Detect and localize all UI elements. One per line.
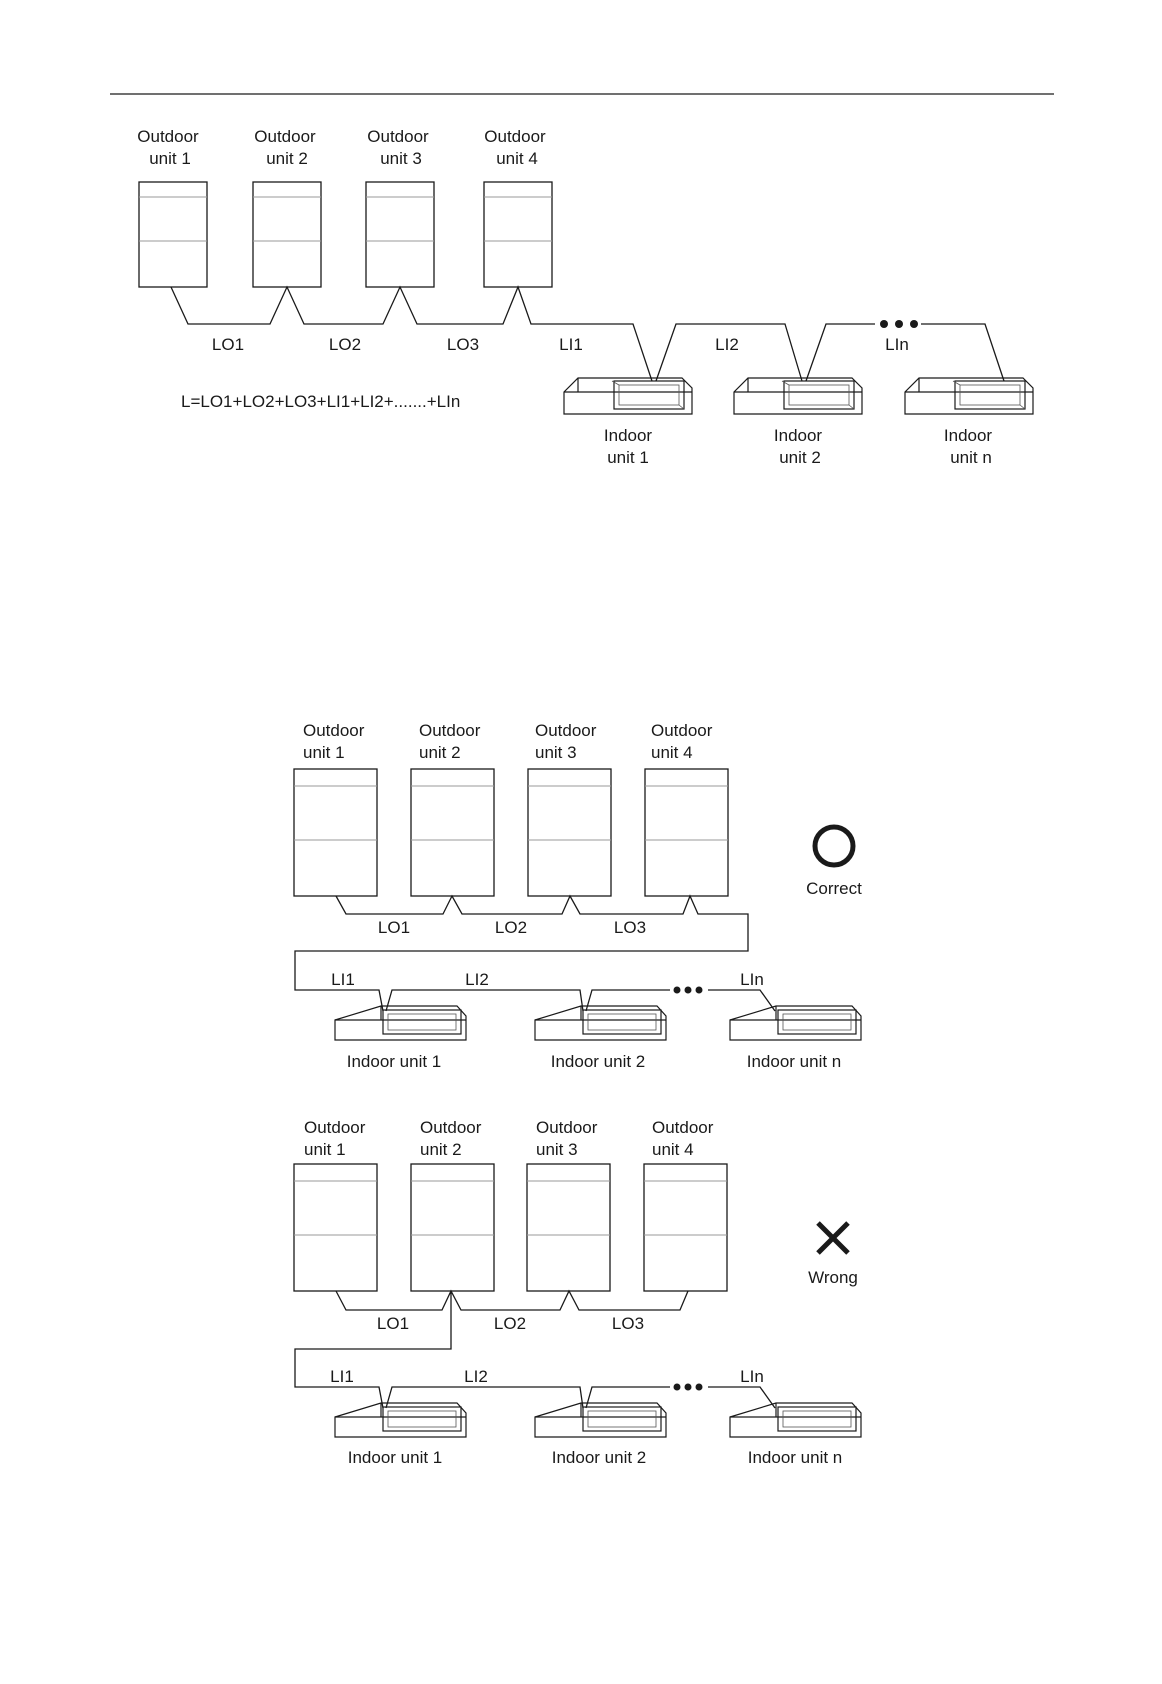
d1-seg-lo2: LO2	[329, 335, 361, 354]
d3-outdoor-label-1b: unit 1	[304, 1140, 346, 1159]
d2-indoor-label-2: Indoor unit 2	[551, 1052, 646, 1071]
d1-indoor-unit-2	[733, 377, 863, 415]
d3-indoor-unit-1	[334, 1402, 467, 1438]
d1-ellipsis-dot	[880, 320, 888, 328]
d2-ellipsis-dot	[695, 986, 703, 994]
d3-indoor-unit-2	[534, 1402, 667, 1438]
d1-indoor-unit-n	[904, 377, 1034, 415]
d1-ellipsis-dot	[895, 320, 903, 328]
d2-indoor-label-1: Indoor unit 1	[347, 1052, 442, 1071]
d1-outdoor-label-2a: Outdoor	[254, 127, 316, 146]
d2-wiring	[294, 894, 776, 1012]
d1-seg-lin: LIn	[885, 335, 909, 354]
d1-outdoor-unit-2	[252, 181, 322, 288]
d3-outdoor-label-4a: Outdoor	[652, 1118, 714, 1137]
d2-indoor-unit-2	[534, 1005, 667, 1041]
d1-outdoor-label-3a: Outdoor	[367, 127, 429, 146]
d1-outdoor-label-4a: Outdoor	[484, 127, 546, 146]
d1-indoor-label-na: Indoor	[944, 426, 993, 445]
d3-seg-lo3: LO3	[612, 1314, 644, 1333]
d3-seg-lo1: LO1	[377, 1314, 409, 1333]
d3-ellipsis-dot	[673, 1383, 681, 1391]
d2-ellipsis-dot	[684, 986, 692, 994]
d1-outdoor-label-3b: unit 3	[380, 149, 422, 168]
d1-ellipsis-dot	[910, 320, 918, 328]
d2-outdoor-label-4b: unit 4	[651, 743, 693, 762]
d1-indoor-label-2b: unit 2	[779, 448, 821, 467]
diagram-1: Outdoor unit 1 Outdoor unit 2 Outdoor un…	[137, 127, 1034, 467]
d1-outdoor-label-2b: unit 2	[266, 149, 308, 168]
d3-indoor-label-1: Indoor unit 1	[348, 1448, 443, 1467]
d3-outdoor-unit-4	[643, 1163, 728, 1292]
d3-outdoor-unit-2	[410, 1163, 495, 1292]
d2-indoor-label-n: Indoor unit n	[747, 1052, 842, 1071]
d3-ellipsis-dot	[684, 1383, 692, 1391]
d3-outdoor-unit-3	[526, 1163, 611, 1292]
d1-indoor-label-2a: Indoor	[774, 426, 823, 445]
d3-outdoor-label-3a: Outdoor	[536, 1118, 598, 1137]
d2-indoor-unit-1	[334, 1005, 467, 1041]
d3-outdoor-label-1a: Outdoor	[304, 1118, 366, 1137]
diagram-2-correct: Outdoor unit 1 Outdoor unit 2 Outdoor un…	[293, 721, 862, 1071]
d1-outdoor-unit-1	[138, 181, 208, 288]
d1-indoor-label-nb: unit n	[950, 448, 992, 467]
d1-wiring	[170, 285, 1005, 382]
d3-seg-lo2: LO2	[494, 1314, 526, 1333]
d2-outdoor-label-3a: Outdoor	[535, 721, 597, 740]
wrong-cross-icon	[816, 1221, 850, 1255]
d1-outdoor-unit-4	[483, 181, 553, 288]
d2-outdoor-unit-1	[293, 768, 378, 897]
d3-outdoor-label-2b: unit 2	[420, 1140, 462, 1159]
d3-outdoor-label-3b: unit 3	[536, 1140, 578, 1159]
d3-outdoor-unit-1	[293, 1163, 378, 1292]
d1-seg-li1: LI1	[559, 335, 583, 354]
d2-outdoor-label-1b: unit 1	[303, 743, 345, 762]
correct-circle-icon	[812, 824, 856, 868]
d1-outdoor-unit-3	[365, 181, 435, 288]
d2-seg-li2: LI2	[465, 970, 489, 989]
d3-ellipsis-dot	[695, 1383, 703, 1391]
d1-indoor-label-1a: Indoor	[604, 426, 653, 445]
d1-indoor-label-1b: unit 1	[607, 448, 649, 467]
d2-outdoor-label-4a: Outdoor	[651, 721, 713, 740]
d3-verdict-label: Wrong	[808, 1268, 858, 1287]
d2-outdoor-unit-3	[527, 768, 612, 897]
d3-indoor-label-2: Indoor unit 2	[552, 1448, 647, 1467]
d2-verdict-label: Correct	[806, 879, 862, 898]
d1-indoor-unit-1	[563, 377, 693, 415]
d2-seg-lin: LIn	[740, 970, 764, 989]
d3-seg-li2: LI2	[464, 1367, 488, 1386]
d2-outdoor-label-1a: Outdoor	[303, 721, 365, 740]
d1-outdoor-label-1b: unit 1	[149, 149, 191, 168]
d2-ellipsis-dot	[673, 986, 681, 994]
d2-outdoor-unit-4	[644, 768, 729, 897]
d2-outdoor-label-2a: Outdoor	[419, 721, 481, 740]
d2-seg-lo2: LO2	[495, 918, 527, 937]
d3-outdoor-label-2a: Outdoor	[420, 1118, 482, 1137]
d2-outdoor-label-2b: unit 2	[419, 743, 461, 762]
d2-outdoor-unit-2	[410, 768, 495, 897]
d1-seg-lo1: LO1	[212, 335, 244, 354]
d3-outdoor-label-4b: unit 4	[652, 1140, 694, 1159]
d2-indoor-unit-n	[729, 1005, 862, 1041]
d3-seg-li1: LI1	[330, 1367, 354, 1386]
d2-outdoor-label-3b: unit 3	[535, 743, 577, 762]
d1-seg-li2: LI2	[715, 335, 739, 354]
d3-indoor-label-n: Indoor unit n	[748, 1448, 843, 1467]
d2-seg-lo1: LO1	[378, 918, 410, 937]
diagram-3-wrong: Outdoor unit 1 Outdoor unit 2 Outdoor un…	[293, 1118, 862, 1467]
d1-seg-lo3: LO3	[447, 335, 479, 354]
d2-seg-li1: LI1	[331, 970, 355, 989]
d1-outdoor-label-4b: unit 4	[496, 149, 538, 168]
d3-indoor-unit-n	[729, 1402, 862, 1438]
d1-formula: L=LO1+LO2+LO3+LI1+LI2+.......+LIn	[181, 392, 460, 411]
d3-wiring	[294, 1289, 776, 1409]
d2-seg-lo3: LO3	[614, 918, 646, 937]
d3-seg-lin: LIn	[740, 1367, 764, 1386]
d1-outdoor-label-1a: Outdoor	[137, 127, 199, 146]
